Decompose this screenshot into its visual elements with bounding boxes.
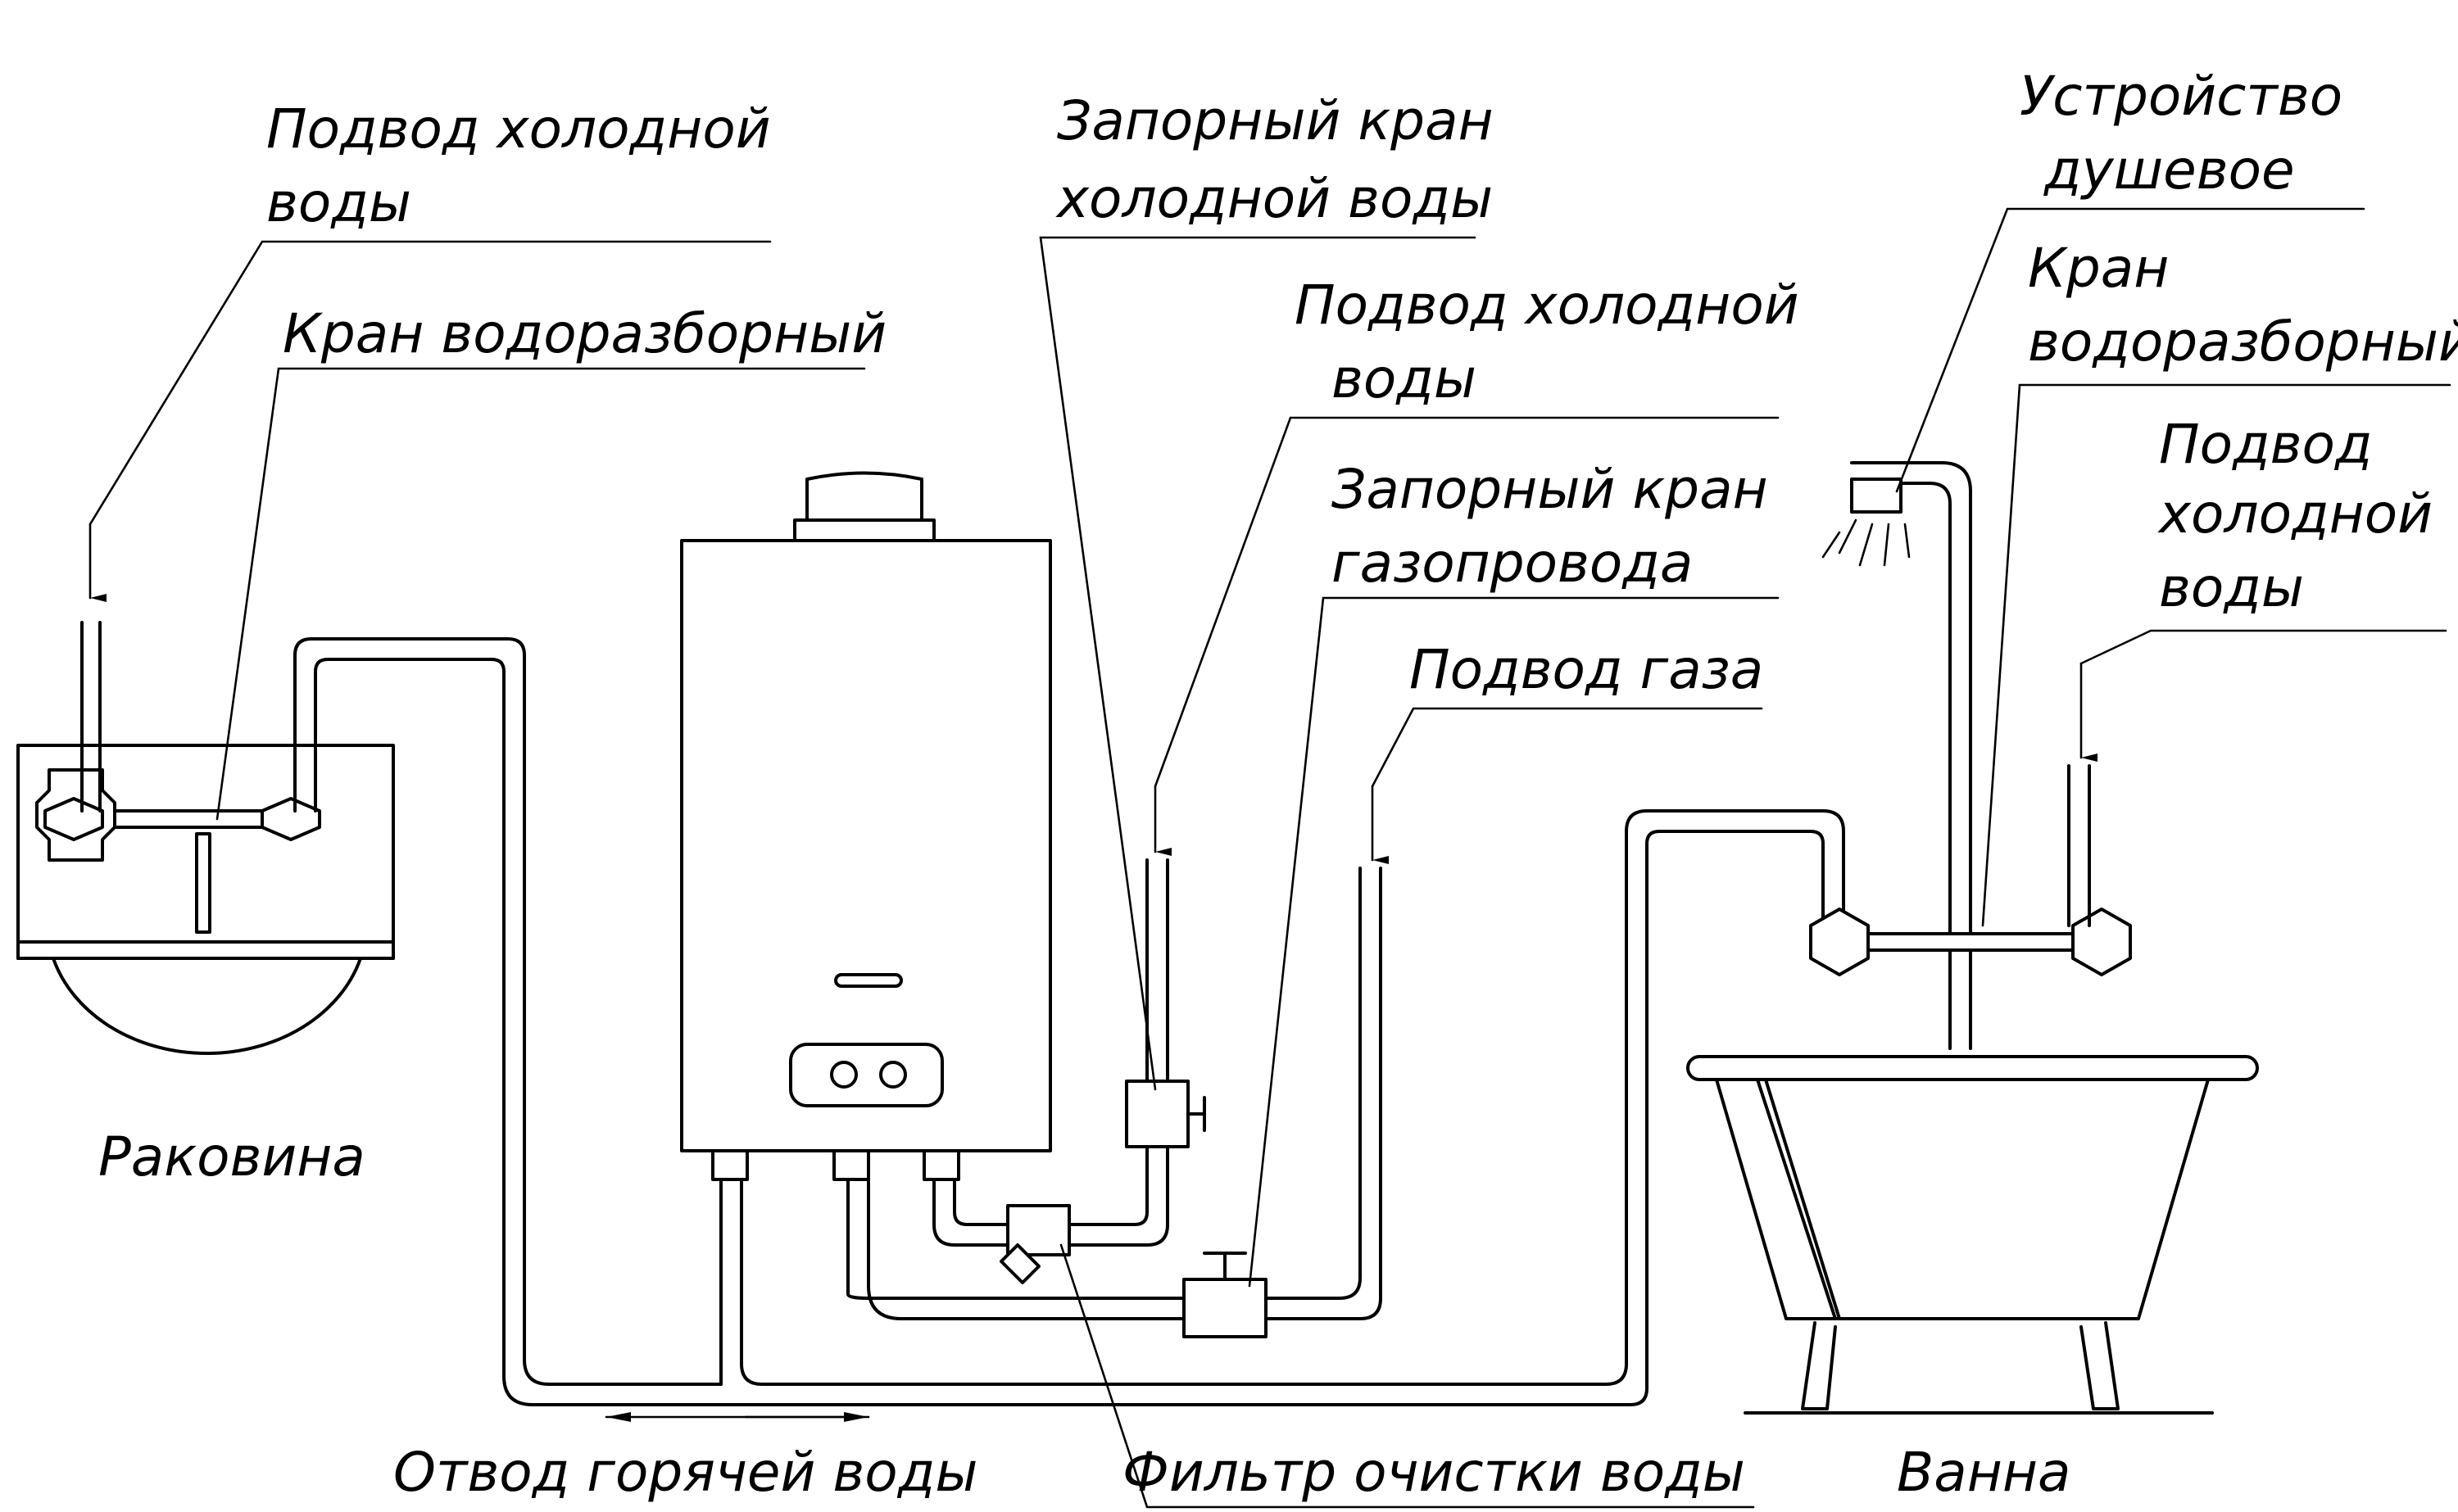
label-cold-supply-bath-line1: Подвод [2159, 413, 2373, 476]
leader-lines [88, 207, 2451, 1509]
label-gas-supply: Подвод газа [1409, 638, 1763, 701]
hot-water-pipe-to-bath [719, 809, 1845, 1406]
label-cold-supply-heater-line2: воды [1331, 347, 1476, 410]
label-shutoff-gas-line1: Запорный кран [1331, 458, 1768, 521]
sink-cold-pipe [80, 621, 102, 813]
label-cold-supply-sink-line2: воды [266, 171, 411, 234]
bathtub [1686, 1055, 2259, 1415]
label-cold-supply-heater-line1: Подвод холодной [1295, 274, 1799, 337]
label-cold-supply-bath-line2: холодной [2157, 482, 2433, 545]
label-shutoff-cold-line2: холодной воды [1055, 167, 1493, 230]
label-faucet-bath-line1: Кран [2028, 237, 2169, 300]
label-cold-supply-sink-line1: Подвод холодной [266, 97, 771, 161]
label-bathtub: Ванна [1897, 1441, 2070, 1504]
label-faucet-bath-line2: водоразборный [2028, 310, 2458, 373]
label-water-filter: Фильтр очистки воды [1122, 1441, 1745, 1504]
bath-faucet [1809, 908, 2132, 976]
gas-pipe [846, 867, 1382, 1320]
label-shutoff-gas-line2: газопровода [1331, 532, 1693, 595]
sink [16, 744, 395, 1056]
label-hot-water-outlet: Отвод горячей воды [393, 1441, 977, 1504]
hot-water-pipe-to-sink [293, 637, 723, 1406]
label-shutoff-cold-line1: Запорный кран [1057, 89, 1494, 152]
cold-water-shutoff-valve-icon [1125, 1080, 1206, 1148]
sink-right-valve-icon [261, 797, 321, 841]
water-filter [1000, 1204, 1071, 1284]
gas-water-heater [680, 471, 1052, 1181]
gas-shutoff-valve-icon [1182, 1252, 1268, 1338]
cold-water-pipe-heater [932, 858, 1169, 1247]
label-cold-supply-bath-line3: воды [2159, 556, 2304, 619]
bath-cold-pipe [2067, 764, 2091, 927]
label-shower-device-line2: душевое [2043, 138, 2295, 201]
label-shower-device-line1: Устройство [2020, 65, 2342, 128]
label-sink: Раковина [98, 1125, 365, 1188]
label-faucet-sink: Кран водоразборный [283, 302, 887, 365]
sink-left-valve-icon [35, 768, 116, 862]
shower-device [1821, 461, 1972, 1050]
